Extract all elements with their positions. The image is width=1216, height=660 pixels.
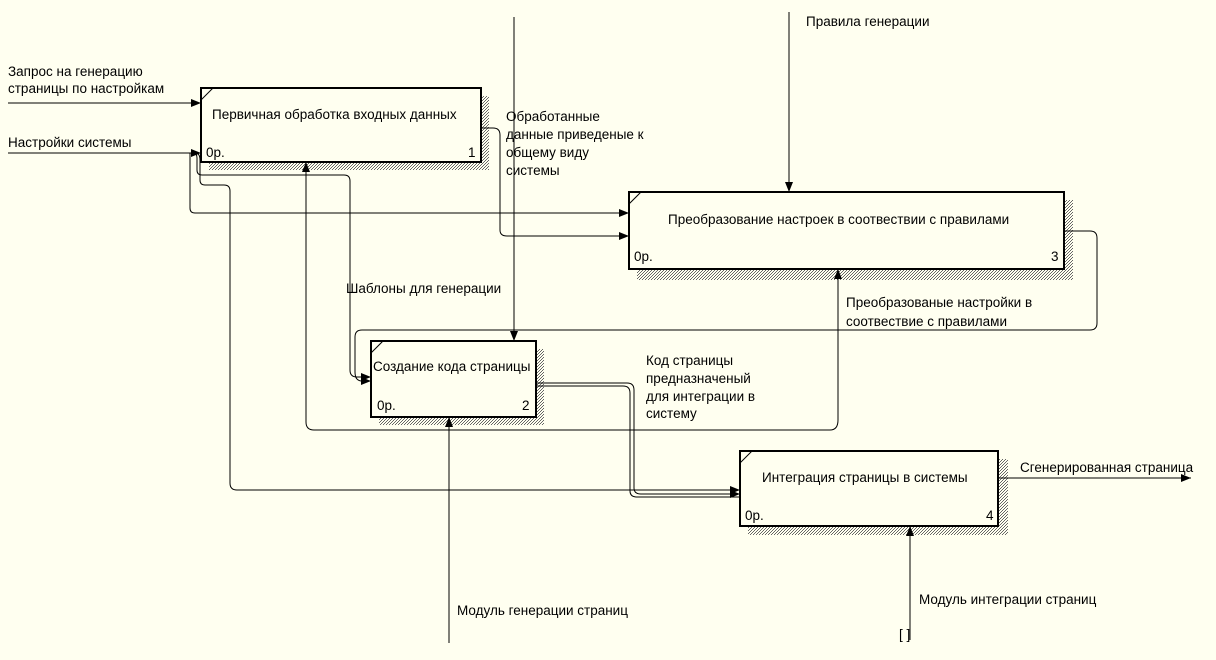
arrow-settings[interactable]: Настройки системы — [8, 135, 740, 494]
box-3-title: Преобразование настроек в соотвествии с … — [668, 212, 1009, 227]
activity-box-1[interactable]: Первичная обработка входных данных 0р. 1 — [200, 87, 489, 170]
box-4-cost: 0р. — [745, 508, 764, 523]
arrow-processed-label-4: системы — [506, 163, 560, 178]
box-2-number: 2 — [522, 398, 530, 413]
box-2-title: Создание кода страницы — [373, 359, 530, 374]
arrow-page-code-label-4: систему — [646, 406, 697, 421]
activity-box-2[interactable]: Создание кода страницы 0р. 2 — [370, 340, 544, 425]
arrow-generated-label: Сгенерированная страница — [1020, 460, 1194, 475]
box-3-number: 3 — [1051, 249, 1059, 264]
box-3-cost: 0р. — [634, 249, 653, 264]
arrow-processed-label-2: данные приведеные к — [506, 127, 644, 142]
arrow-settings-label: Настройки системы — [8, 135, 132, 150]
arrow-request-label-2: страницы по настройкам — [8, 81, 164, 96]
box-1-number: 1 — [468, 145, 476, 160]
activity-box-4[interactable]: Интеграция страницы в системы 0р. 4 — [739, 450, 1008, 535]
arrow-templates-label: Шаблоны для генерации — [346, 281, 501, 296]
arrow-int-module[interactable]: Модуль интеграции страниц [ ] — [899, 526, 1097, 642]
arrow-request-label-1: Запрос на генерацию — [8, 64, 143, 79]
arrow-converted-label-2: соотвествие с правилами — [846, 314, 1007, 329]
arrow-page-code-label-2: предназначеный — [646, 371, 751, 386]
box-1-cost: 0р. — [206, 145, 225, 160]
box-2-cost: 0р. — [377, 398, 396, 413]
arrow-processed-label-1: Обработанные — [506, 109, 600, 124]
arrow-processed-label-3: общему виду — [506, 145, 589, 160]
activity-box-3[interactable]: Преобразование настроек в соотвествии с … — [628, 191, 1073, 280]
arrow-rules-label: Правила генерации — [806, 14, 930, 29]
arrow-converted[interactable]: Преобразованые настройки в соотвествие с… — [302, 162, 1032, 431]
box-1-title: Первичная обработка входных данных — [212, 107, 457, 122]
arrow-int-module-label: Модуль интеграции страниц — [919, 592, 1097, 607]
box-4-title: Интеграция страницы в системы — [762, 470, 968, 485]
arrow-page-code-label-3: для интеграции в — [646, 389, 755, 404]
arrow-templates[interactable]: Шаблоны для генерации — [346, 230, 1098, 385]
arrow-page-code-label-1: Код страницы — [646, 353, 733, 368]
arrow-generated[interactable]: Сгенерированная страница — [998, 460, 1194, 482]
arrow-rules[interactable]: Правила генерации — [785, 12, 930, 192]
arrow-gen-module-label: Модуль генерации страниц — [457, 603, 628, 618]
arrow-gen-module[interactable]: Модуль генерации страниц — [445, 417, 628, 643]
arrow-converted-label-1: Преобразованые настройки в — [846, 295, 1032, 310]
box-4-number: 4 — [986, 508, 994, 523]
arrow-request[interactable]: Запрос на генерацию страницы по настройк… — [8, 64, 201, 107]
tunnel-marker: [ ] — [899, 627, 910, 642]
arrow-page-code[interactable]: Код страницы предназначеный для интеграц… — [536, 353, 755, 498]
arrow-processed[interactable]: Обработанные данные приведеные к общему … — [481, 109, 644, 240]
